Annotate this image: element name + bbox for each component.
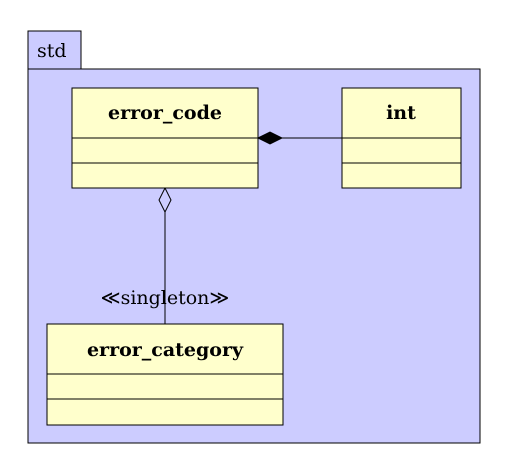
class-error-code[interactable]: error_code xyxy=(71,87,259,189)
class-error-category-name: error_category xyxy=(87,339,244,361)
package-name: std xyxy=(37,40,67,62)
aggregation-relation[interactable] xyxy=(158,186,172,324)
class-int-name: int xyxy=(386,102,416,124)
class-error-code-name: error_code xyxy=(108,102,222,124)
class-error-category[interactable]: error_category xyxy=(46,323,284,426)
package-tab[interactable]: std xyxy=(27,30,82,70)
composition-filled-diamond xyxy=(256,131,284,145)
aggregation-hollow-diamond xyxy=(158,186,172,214)
composition-relation[interactable] xyxy=(256,131,342,145)
class-int[interactable]: int xyxy=(341,87,462,189)
singleton-stereotype-label: ≪singleton≫ xyxy=(101,287,230,309)
package-tab-box xyxy=(27,30,82,70)
